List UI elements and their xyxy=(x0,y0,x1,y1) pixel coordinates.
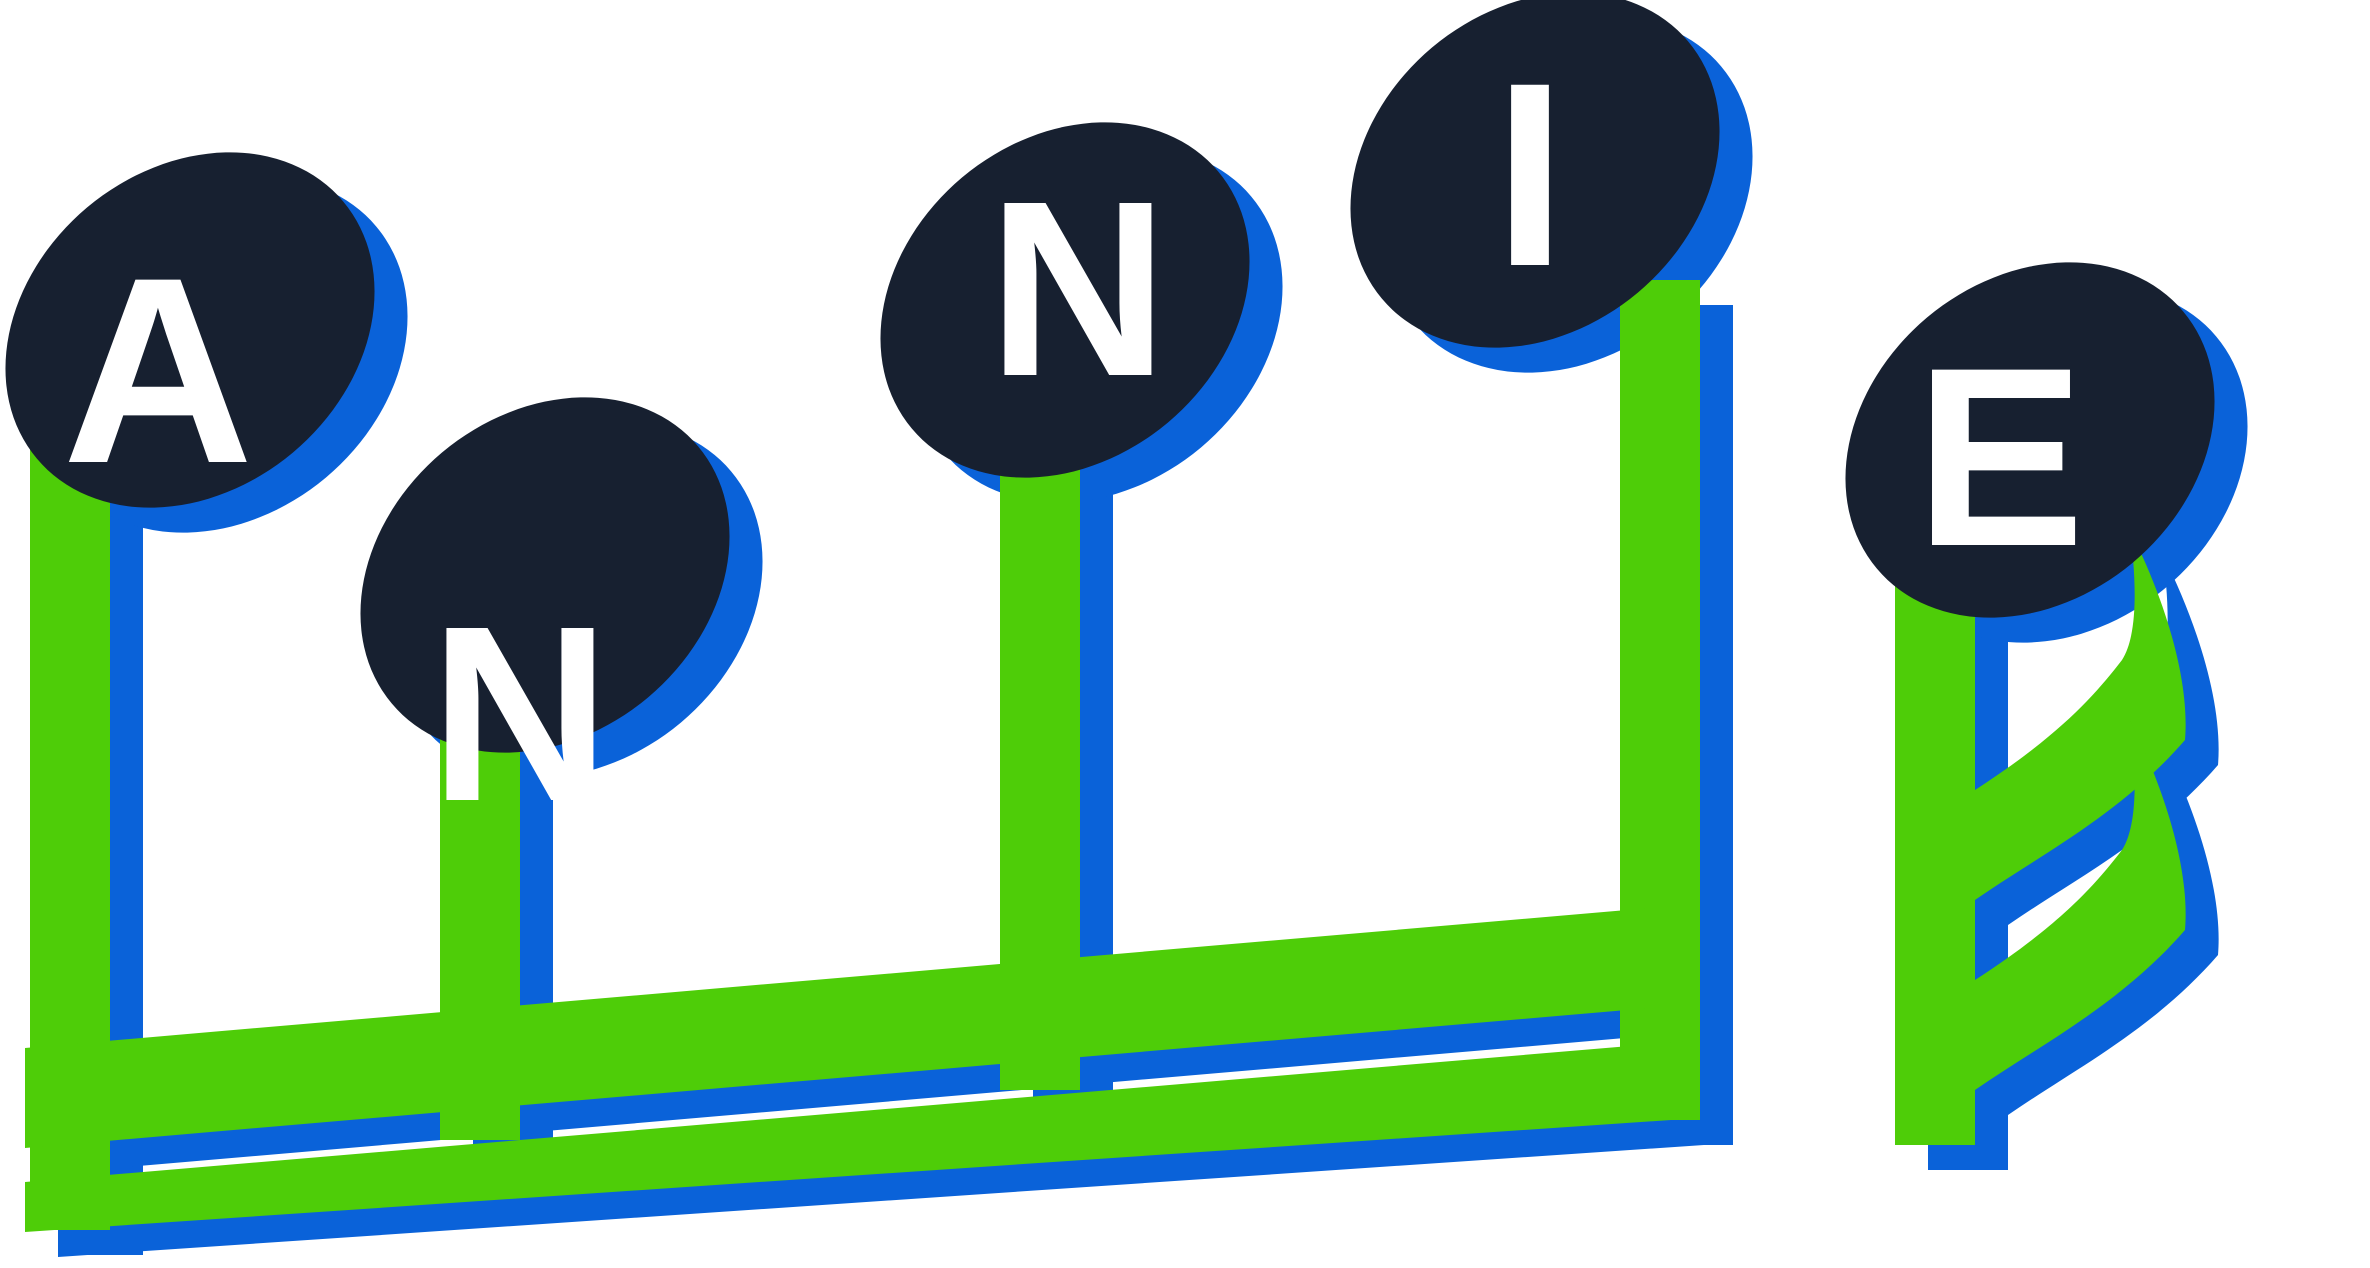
letter-n1: N xyxy=(430,574,611,853)
bubble-n2: N xyxy=(880,122,1250,478)
bubble-n1: N xyxy=(360,397,730,853)
letter-n2: N xyxy=(988,149,1169,428)
letter-e: E xyxy=(1915,315,2085,600)
bubble-e: E xyxy=(1845,262,2215,618)
bubble-i: I xyxy=(1350,0,1720,348)
letter-a: A xyxy=(62,223,253,519)
letter-i: I xyxy=(1494,28,1567,321)
bubble-a: A xyxy=(5,152,375,519)
